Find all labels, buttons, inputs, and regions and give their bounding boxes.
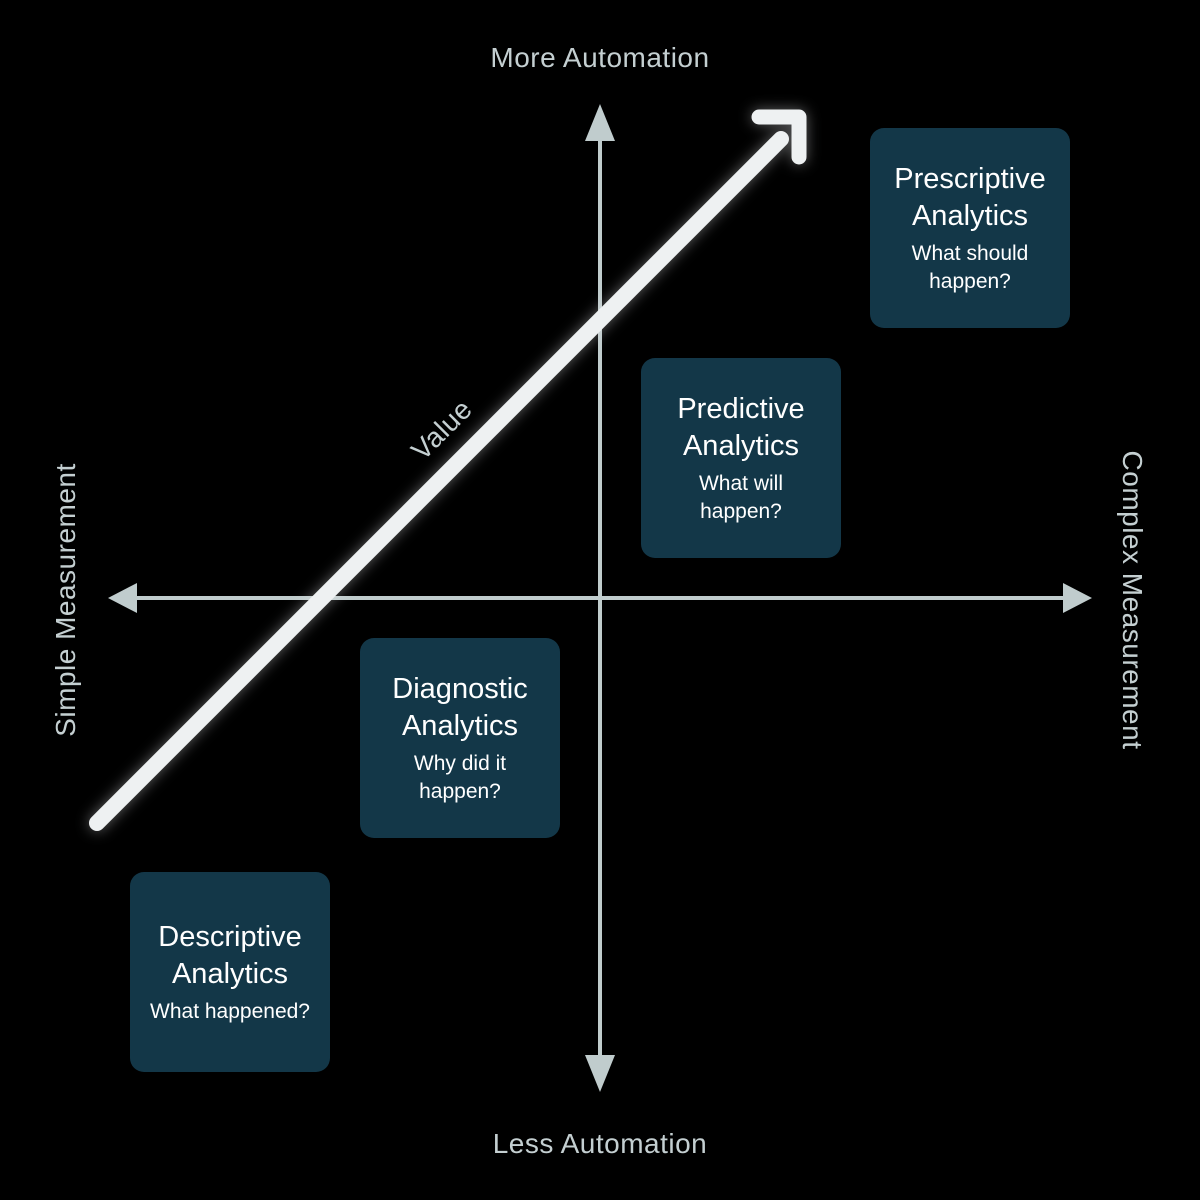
quadrant-title: Diagnostic Analytics xyxy=(392,672,528,742)
up-arrowhead-icon xyxy=(585,104,615,141)
value-arrow-shaft xyxy=(89,131,789,831)
quadrant-box-diagnostic: Diagnostic Analytics Why did it happen? xyxy=(360,638,560,838)
left-arrowhead-icon xyxy=(108,583,137,613)
quadrant-box-prescriptive: Prescriptive Analytics What should happe… xyxy=(870,128,1070,328)
right-arrowhead-icon xyxy=(1063,583,1092,613)
value-arrow xyxy=(89,109,807,831)
axis-label-more-automation: More Automation xyxy=(490,42,710,73)
value-arrowhead-icon xyxy=(751,109,807,165)
down-arrowhead-icon xyxy=(585,1055,615,1092)
quadrant-subtitle: Why did it happen? xyxy=(413,751,507,803)
quadrant-subtitle: What should happen? xyxy=(911,241,1029,293)
quadrant-subtitle: What will happen? xyxy=(698,471,783,523)
quadrant-title: Predictive Analytics xyxy=(677,392,805,462)
axis-label-complex-measurement: Complex Measurement xyxy=(1117,450,1148,750)
quadrant-box-descriptive: Descriptive Analytics What happened? xyxy=(130,872,330,1072)
quadrant-title: Descriptive Analytics xyxy=(158,920,302,990)
axis-label-simple-measurement: Simple Measurement xyxy=(50,463,81,737)
quadrant-subtitle: What happened? xyxy=(150,999,310,1023)
quadrant-title: Prescriptive Analytics xyxy=(894,162,1046,232)
axis-label-less-automation: Less Automation xyxy=(492,1128,708,1159)
quadrant-box-predictive: Predictive Analytics What will happen? xyxy=(641,358,841,558)
